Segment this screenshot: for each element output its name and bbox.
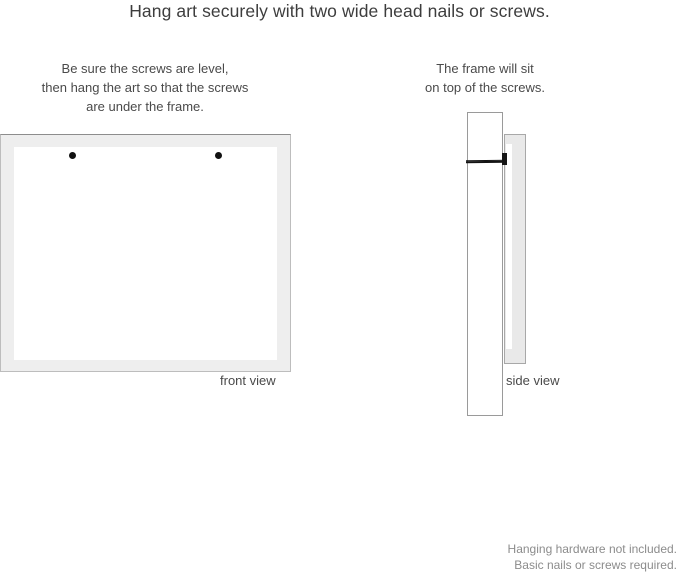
- front-view-label: front view: [220, 373, 276, 388]
- wall-cross-section: [467, 112, 503, 416]
- nail-head-icon: [502, 153, 507, 165]
- page-title: Hang art securely with two wide head nai…: [129, 1, 550, 21]
- front-view-caption: Be sure the screws are level, then hang …: [41, 61, 249, 114]
- side-view-label: side view: [506, 373, 560, 388]
- picture-mat-side: [506, 144, 512, 349]
- side-view-caption: The frame will sit on top of the screws.: [425, 61, 545, 95]
- front-view-diagram: [0, 134, 291, 372]
- screw-dot-left-icon: [69, 152, 76, 159]
- picture-mat-front: [14, 147, 277, 360]
- nail-shaft-icon: [466, 159, 506, 164]
- footer-note: Hanging hardware not included. Basic nai…: [507, 542, 677, 572]
- screw-dot-right-icon: [215, 152, 222, 159]
